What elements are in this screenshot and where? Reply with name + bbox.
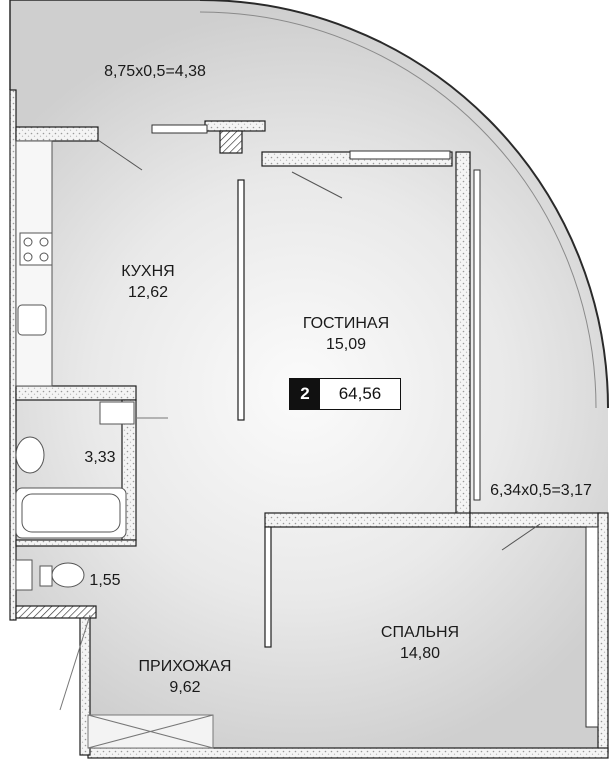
room-toilet-area: 1,55: [89, 572, 121, 589]
room-kitchen-name: КУХНЯ: [121, 263, 175, 280]
room-hall: ПРИХОЖАЯ 9,62: [120, 656, 250, 698]
wall-living-right: [455, 151, 471, 518]
room-bathroom: 3,33: [70, 447, 130, 468]
walls: [9, 89, 609, 759]
apartment-badge: 2 64,56: [289, 378, 401, 410]
wall-top-kitchen: [15, 126, 99, 142]
stove-icon: [19, 232, 53, 266]
sink-icon: [17, 304, 47, 336]
room-bathroom-area: 3,33: [84, 449, 116, 466]
room-count: 2: [290, 379, 320, 409]
room-bedroom-name: СПАЛЬНЯ: [380, 624, 460, 641]
wall-bottom: [87, 747, 609, 759]
wall-bedroom-top: [469, 512, 601, 528]
room-toilet: 1,55: [80, 570, 130, 591]
room-hall-name: ПРИХОЖАЯ: [138, 658, 232, 675]
wall-hall-divider: [264, 526, 272, 648]
wall-living-bottom: [264, 512, 471, 528]
room-kitchen-area: 12,62: [127, 284, 169, 301]
water-heater-icon: [99, 401, 135, 425]
window-top: [151, 124, 208, 134]
window-bedroom-right: [585, 526, 599, 728]
wall-kitchen-divider: [237, 179, 245, 421]
doors: [59, 417, 214, 749]
wc-sink-icon: [15, 559, 33, 591]
kitchen-counter: [15, 140, 53, 387]
total-area: 64,56: [338, 384, 382, 403]
windows: [151, 124, 599, 728]
leader-lines: [97, 139, 541, 551]
wall-bath-top: [15, 385, 137, 401]
wall-wc-bottom: [15, 605, 97, 619]
room-bedroom: СПАЛЬНЯ 14,80: [360, 622, 480, 664]
balcony-top-area: 8,75х0,5=4,38: [104, 63, 206, 80]
room-living-area: 15,09: [325, 336, 367, 353]
room-hall-area: 9,62: [169, 679, 201, 696]
washbasin-icon: [15, 436, 45, 474]
wall-top-mid-hatch: [219, 130, 243, 154]
window-right: [473, 169, 481, 501]
room-bedroom-area: 14,80: [399, 645, 441, 662]
floor-area: [9, 0, 609, 752]
bathroom-fixtures: [15, 401, 135, 591]
wall-right: [597, 512, 609, 754]
balcony-right-area: 6,34х0,5=3,17: [490, 482, 592, 499]
wall-left: [9, 89, 17, 621]
room-living-name: ГОСТИНАЯ: [302, 315, 390, 332]
room-kitchen: КУХНЯ 12,62: [100, 261, 196, 303]
window-living: [349, 150, 451, 160]
wall-top-mid: [204, 120, 266, 132]
room-living: ГОСТИНАЯ 15,09: [286, 313, 406, 355]
wall-bath-bottom: [15, 539, 137, 547]
